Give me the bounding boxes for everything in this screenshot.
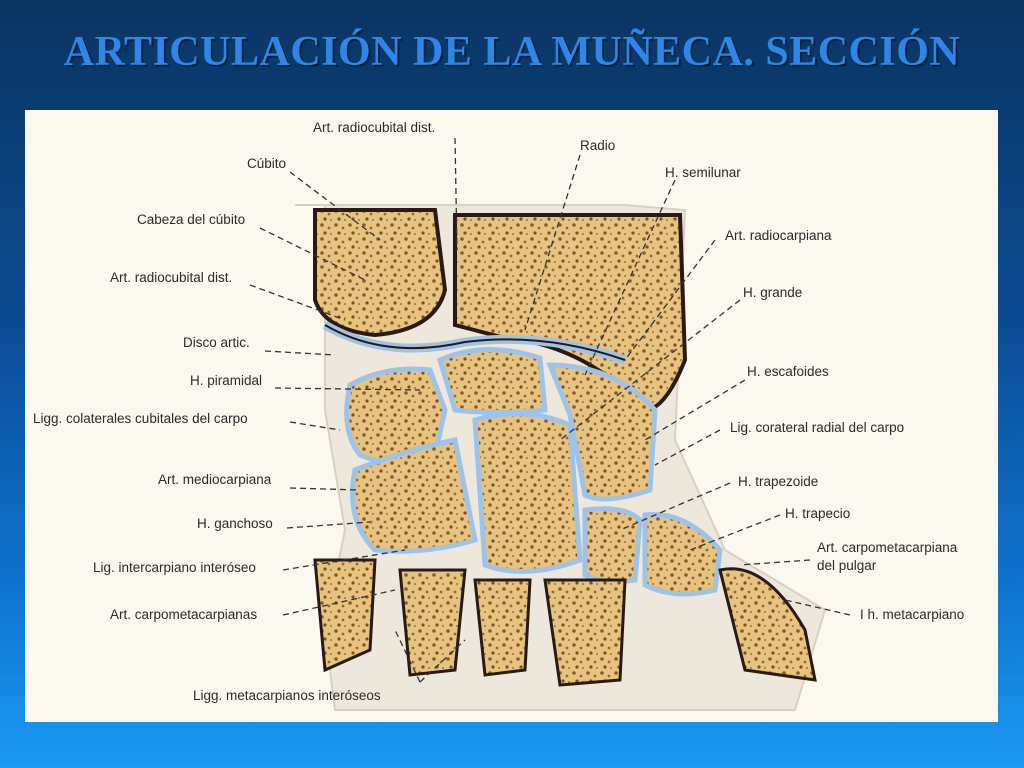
wrist-illustration [25,110,998,722]
hamate-bone [350,437,478,554]
label-h-trapezoide: H. trapezoide [738,474,819,489]
trapezoid-bone [582,506,643,585]
metacarpal-4 [398,568,467,677]
wrist-section-figure: Art. radiocubital dist. Radio Cúbito H. … [25,110,998,722]
label-ligg-metacarpianos: Ligg. metacarpianos interóseos [193,688,381,703]
ulna-head [313,208,448,338]
metacarpal-5 [313,558,377,673]
label-art-carpometacarpianas: Art. carpometacarpianas [110,607,258,622]
label-art-carpometacarpiana-pulgar-2: del pulgar [817,558,877,573]
label-art-carpometacarpiana-pulgar-1: Art. carpometacarpiana [817,540,958,555]
label-cabeza-cubito: Cabeza del cúbito [137,212,246,227]
metacarpal-2 [543,578,627,687]
label-art-radiocubital-dist-left: Art. radiocubital dist. [110,270,233,285]
slide-title: ARTICULACIÓN DE LA MUÑECA. SECCIÓN [63,29,961,75]
label-lig-intercarpiano: Lig. intercarpiano interóseo [93,560,256,575]
label-h-piramidal: H. piramidal [190,373,263,388]
capitate-bone [472,411,583,574]
label-h-semilunar: H. semilunar [665,165,741,180]
label-h-escafoides: H. escafoides [747,364,829,379]
label-i-h-metacarpiano: I h. metacarpiano [860,607,965,622]
label-h-ganchoso: H. ganchoso [197,516,273,531]
label-h-grande: H. grande [743,285,803,300]
label-lig-coratera-radial: Lig. corateral radial del carpo [730,420,905,435]
label-ligg-colaterales: Ligg. colaterales cubitales del carpo [33,411,248,426]
leader-lines [249,137,851,683]
label-art-radiocubital-dist-top: Art. radiocubital dist. [313,120,436,135]
metacarpal-1 [718,567,817,682]
label-radio: Radio [580,138,616,153]
label-cubito: Cúbito [247,156,287,171]
label-h-trapecio: H. trapecio [785,506,851,521]
label-disco-artic: Disco artic. [183,335,250,350]
label-art-mediocarpiana: Art. mediocarpiana [158,472,272,487]
metacarpal-3 [473,578,532,677]
trapezium-bone [642,511,723,597]
scaphoid-bone [546,362,658,502]
lunate-bone [436,346,548,415]
label-art-radiocarpiana: Art. radiocarpiana [725,228,832,243]
